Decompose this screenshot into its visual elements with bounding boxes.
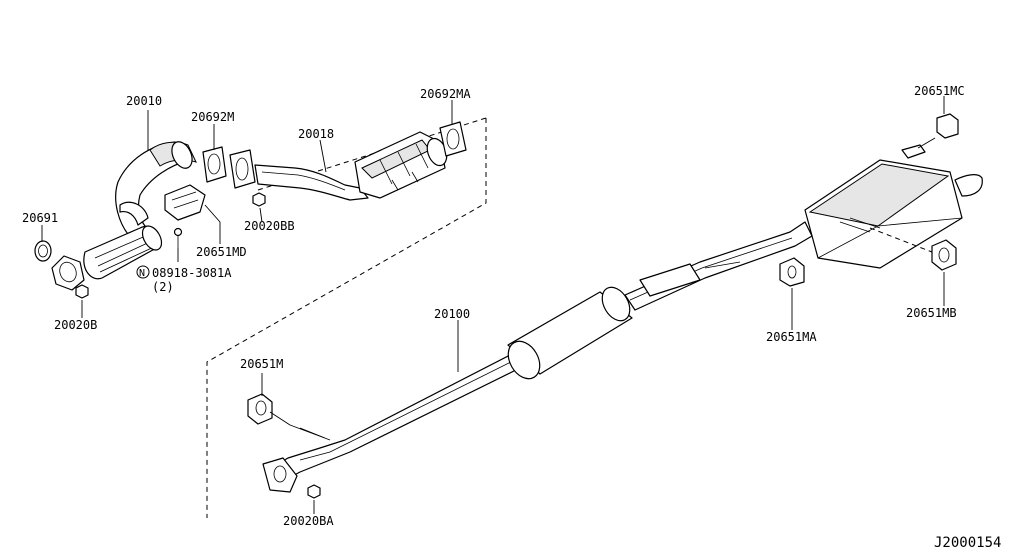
main-muffler bbox=[804, 144, 983, 269]
label-20651MC: 20651MC bbox=[914, 84, 965, 98]
label-20651MB: 20651MB bbox=[906, 306, 957, 320]
mounting-bracket bbox=[164, 184, 206, 248]
label-20100: 20100 bbox=[434, 307, 470, 321]
leader-lines bbox=[41, 96, 945, 514]
label-20651M: 20651M bbox=[240, 357, 283, 371]
gasket-20692MA bbox=[439, 121, 467, 157]
label-08918-qty: (2) bbox=[152, 280, 174, 294]
mount-20651MC bbox=[917, 113, 959, 149]
mount-20651MB bbox=[869, 227, 957, 271]
mount-20651MA bbox=[779, 257, 805, 287]
label-20651MA: 20651MA bbox=[766, 330, 817, 344]
label-20020B: 20020B bbox=[54, 318, 97, 332]
label-20692M: 20692M bbox=[191, 110, 234, 124]
label-20010: 20010 bbox=[126, 94, 162, 108]
label-n-symbol: N bbox=[139, 268, 145, 279]
label-20020BB: 20020BB bbox=[244, 219, 295, 233]
nut-20020BB bbox=[252, 192, 266, 207]
catalyst-tube-20018 bbox=[254, 131, 448, 201]
label-20020BA: 20020BA bbox=[283, 514, 334, 528]
n-symbol-circle bbox=[136, 265, 150, 279]
label-20018: 20018 bbox=[298, 127, 334, 141]
label-20651MD: 20651MD bbox=[196, 245, 247, 259]
diagram-id: J2000154 bbox=[934, 535, 1001, 551]
nut-20020BA bbox=[307, 484, 321, 499]
label-20691: 20691 bbox=[22, 211, 58, 225]
gasket-20692M bbox=[202, 146, 227, 183]
nut-20020B bbox=[75, 284, 89, 299]
front-tube-20010 bbox=[51, 141, 197, 291]
ring-20691 bbox=[34, 240, 52, 262]
gasket-20018-front bbox=[229, 149, 256, 189]
mount-20651M bbox=[247, 393, 291, 426]
label-20692MA: 20692MA bbox=[420, 87, 471, 101]
label-08918-3081A: 08918-3081A bbox=[152, 266, 232, 280]
center-pipe-20100 bbox=[262, 221, 813, 493]
